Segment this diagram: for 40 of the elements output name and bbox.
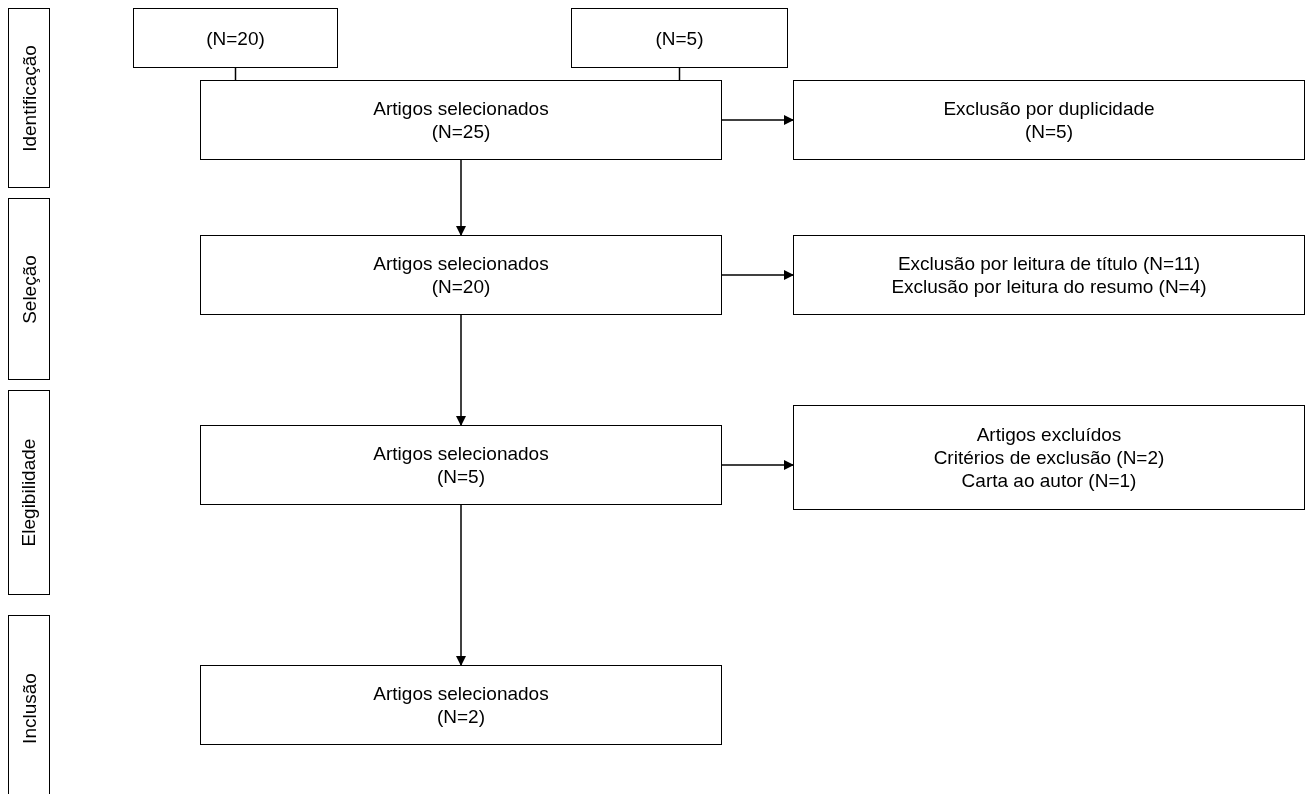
box-text: Carta ao autor (N=1) xyxy=(961,469,1137,492)
arrow xyxy=(721,460,794,470)
process-box xyxy=(200,425,722,505)
phase-label: Identificação xyxy=(17,44,41,152)
phase-band xyxy=(8,198,50,380)
box-text: (N=5) xyxy=(1024,120,1073,143)
arrow xyxy=(456,504,466,666)
box-text: (N=5) xyxy=(655,26,704,50)
process-box xyxy=(200,665,722,745)
process-box xyxy=(793,235,1305,315)
phase-band xyxy=(8,615,50,794)
box-text: (N=25) xyxy=(431,120,491,143)
box-text: (N=20) xyxy=(431,275,491,298)
box-text: Artigos excluídos xyxy=(976,423,1122,446)
arrow xyxy=(456,314,466,426)
box-text: (N=2) xyxy=(436,705,485,728)
process-box xyxy=(200,235,722,315)
phase-band xyxy=(8,390,50,595)
box-text: Artigos selecionados xyxy=(373,682,549,705)
phase-label: Seleção xyxy=(17,254,41,324)
process-box xyxy=(793,405,1305,510)
arrow xyxy=(456,159,466,236)
process-box xyxy=(793,80,1305,160)
box-text: Artigos selecionados xyxy=(373,442,549,465)
process-box xyxy=(133,8,338,68)
process-box xyxy=(571,8,788,68)
process-box xyxy=(200,80,722,160)
arrow xyxy=(721,115,794,125)
box-text: (N=20) xyxy=(206,26,265,50)
box-text: Artigos selecionados xyxy=(373,97,549,120)
arrow xyxy=(721,270,794,280)
box-text: (N=5) xyxy=(436,465,485,488)
box-text: Exclusão por duplicidade xyxy=(943,97,1155,120)
phase-label: Elegibilidade xyxy=(17,438,41,547)
box-text: Exclusão por leitura de título (N=11) xyxy=(897,252,1201,275)
phase-label: Inclusão xyxy=(17,672,41,744)
phase-band xyxy=(8,8,50,188)
box-text: Exclusão por leitura do resumo (N=4) xyxy=(891,275,1207,298)
box-text: Artigos selecionados xyxy=(373,252,549,275)
box-text: Critérios de exclusão (N=2) xyxy=(933,446,1165,469)
